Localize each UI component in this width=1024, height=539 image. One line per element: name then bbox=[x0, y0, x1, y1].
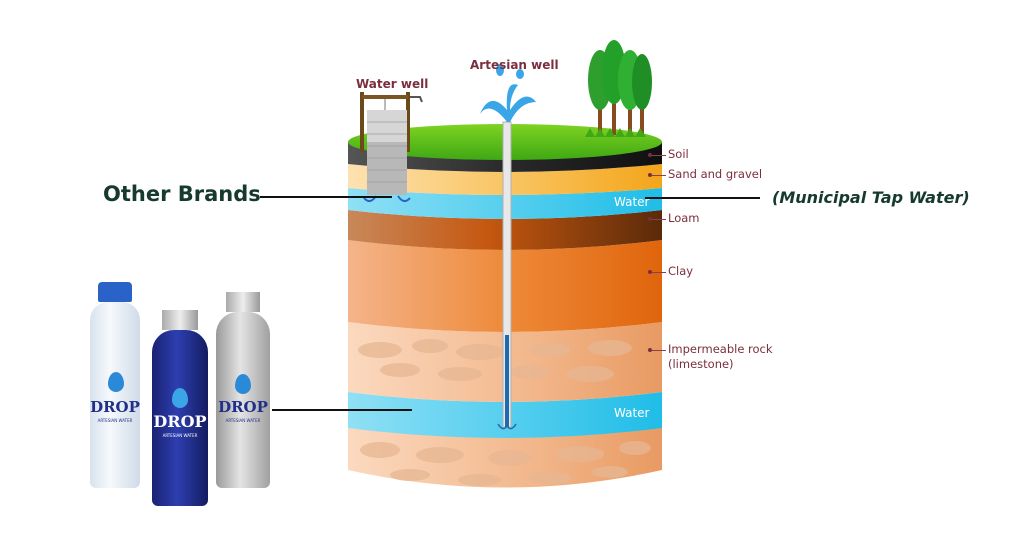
ground-cross-section bbox=[348, 40, 662, 488]
bottle-cap bbox=[98, 282, 132, 302]
water-well-illustration bbox=[360, 92, 423, 202]
sand-tick bbox=[652, 175, 666, 176]
municipal-tap-water-label: (Municipal Tap Water) bbox=[772, 188, 970, 207]
artesian-well-pipe bbox=[480, 64, 536, 430]
loam-marker bbox=[648, 217, 652, 221]
bottle-cap bbox=[162, 310, 198, 330]
clay-label: Clay bbox=[668, 264, 694, 278]
sand-marker bbox=[648, 173, 652, 177]
sand-gravel-label: Sand and gravel bbox=[668, 167, 763, 181]
clay-marker bbox=[648, 270, 652, 274]
water-drop-icon bbox=[235, 374, 251, 394]
other-brands-line bbox=[260, 196, 392, 198]
brand-subtitle: ARTESIAN WATER bbox=[162, 433, 198, 438]
water-well-label: Water well bbox=[356, 77, 429, 91]
drop-bottles-group: DROP ARTESIAN WATER DROP ARTESIAN WATER … bbox=[80, 280, 280, 510]
loam-label: Loam bbox=[668, 211, 700, 225]
municipal-line bbox=[645, 197, 760, 199]
soil-label: Soil bbox=[668, 147, 689, 161]
rock-marker bbox=[648, 348, 652, 352]
rock-tick bbox=[652, 350, 666, 351]
brand-subtitle: ARTESIAN WATER bbox=[225, 418, 261, 423]
brand-subtitle: ARTESIAN WATER bbox=[97, 418, 133, 423]
brand-logo: DROP bbox=[90, 398, 140, 416]
trees-illustration bbox=[585, 40, 652, 137]
other-brands-label: Other Brands bbox=[103, 182, 261, 206]
blue-aluminum-bottle: DROP ARTESIAN WATER bbox=[148, 308, 212, 508]
bottle-body bbox=[152, 330, 208, 506]
rock-pebbles bbox=[358, 339, 651, 486]
bottle-body bbox=[216, 312, 270, 488]
rock-label-line1: Impermeable rock bbox=[668, 342, 773, 356]
soil-tick bbox=[652, 155, 666, 156]
water-drop-icon bbox=[172, 388, 188, 408]
artesian-well-label: Artesian well bbox=[470, 58, 559, 72]
fountain-water bbox=[480, 84, 536, 122]
bottle-cap bbox=[226, 292, 260, 312]
bottle-body bbox=[90, 302, 140, 488]
clay-tick bbox=[652, 272, 666, 273]
water-drop-icon bbox=[108, 372, 124, 392]
lower-water-label: Water bbox=[614, 406, 650, 420]
plastic-bottle: DROP ARTESIAN WATER bbox=[84, 280, 146, 490]
brand-logo: DROP bbox=[218, 398, 268, 416]
rock-label-line2: (limestone) bbox=[668, 357, 734, 371]
brand-logo: DROP bbox=[153, 412, 207, 431]
silver-aluminum-bottle: DROP ARTESIAN WATER bbox=[212, 290, 274, 490]
impermeable-rock-label: Impermeable rock (limestone) bbox=[668, 342, 773, 372]
soil-marker bbox=[648, 153, 652, 157]
loam-tick bbox=[652, 219, 666, 220]
drop-water-line bbox=[272, 409, 412, 411]
upper-water-label: Water bbox=[614, 195, 650, 209]
